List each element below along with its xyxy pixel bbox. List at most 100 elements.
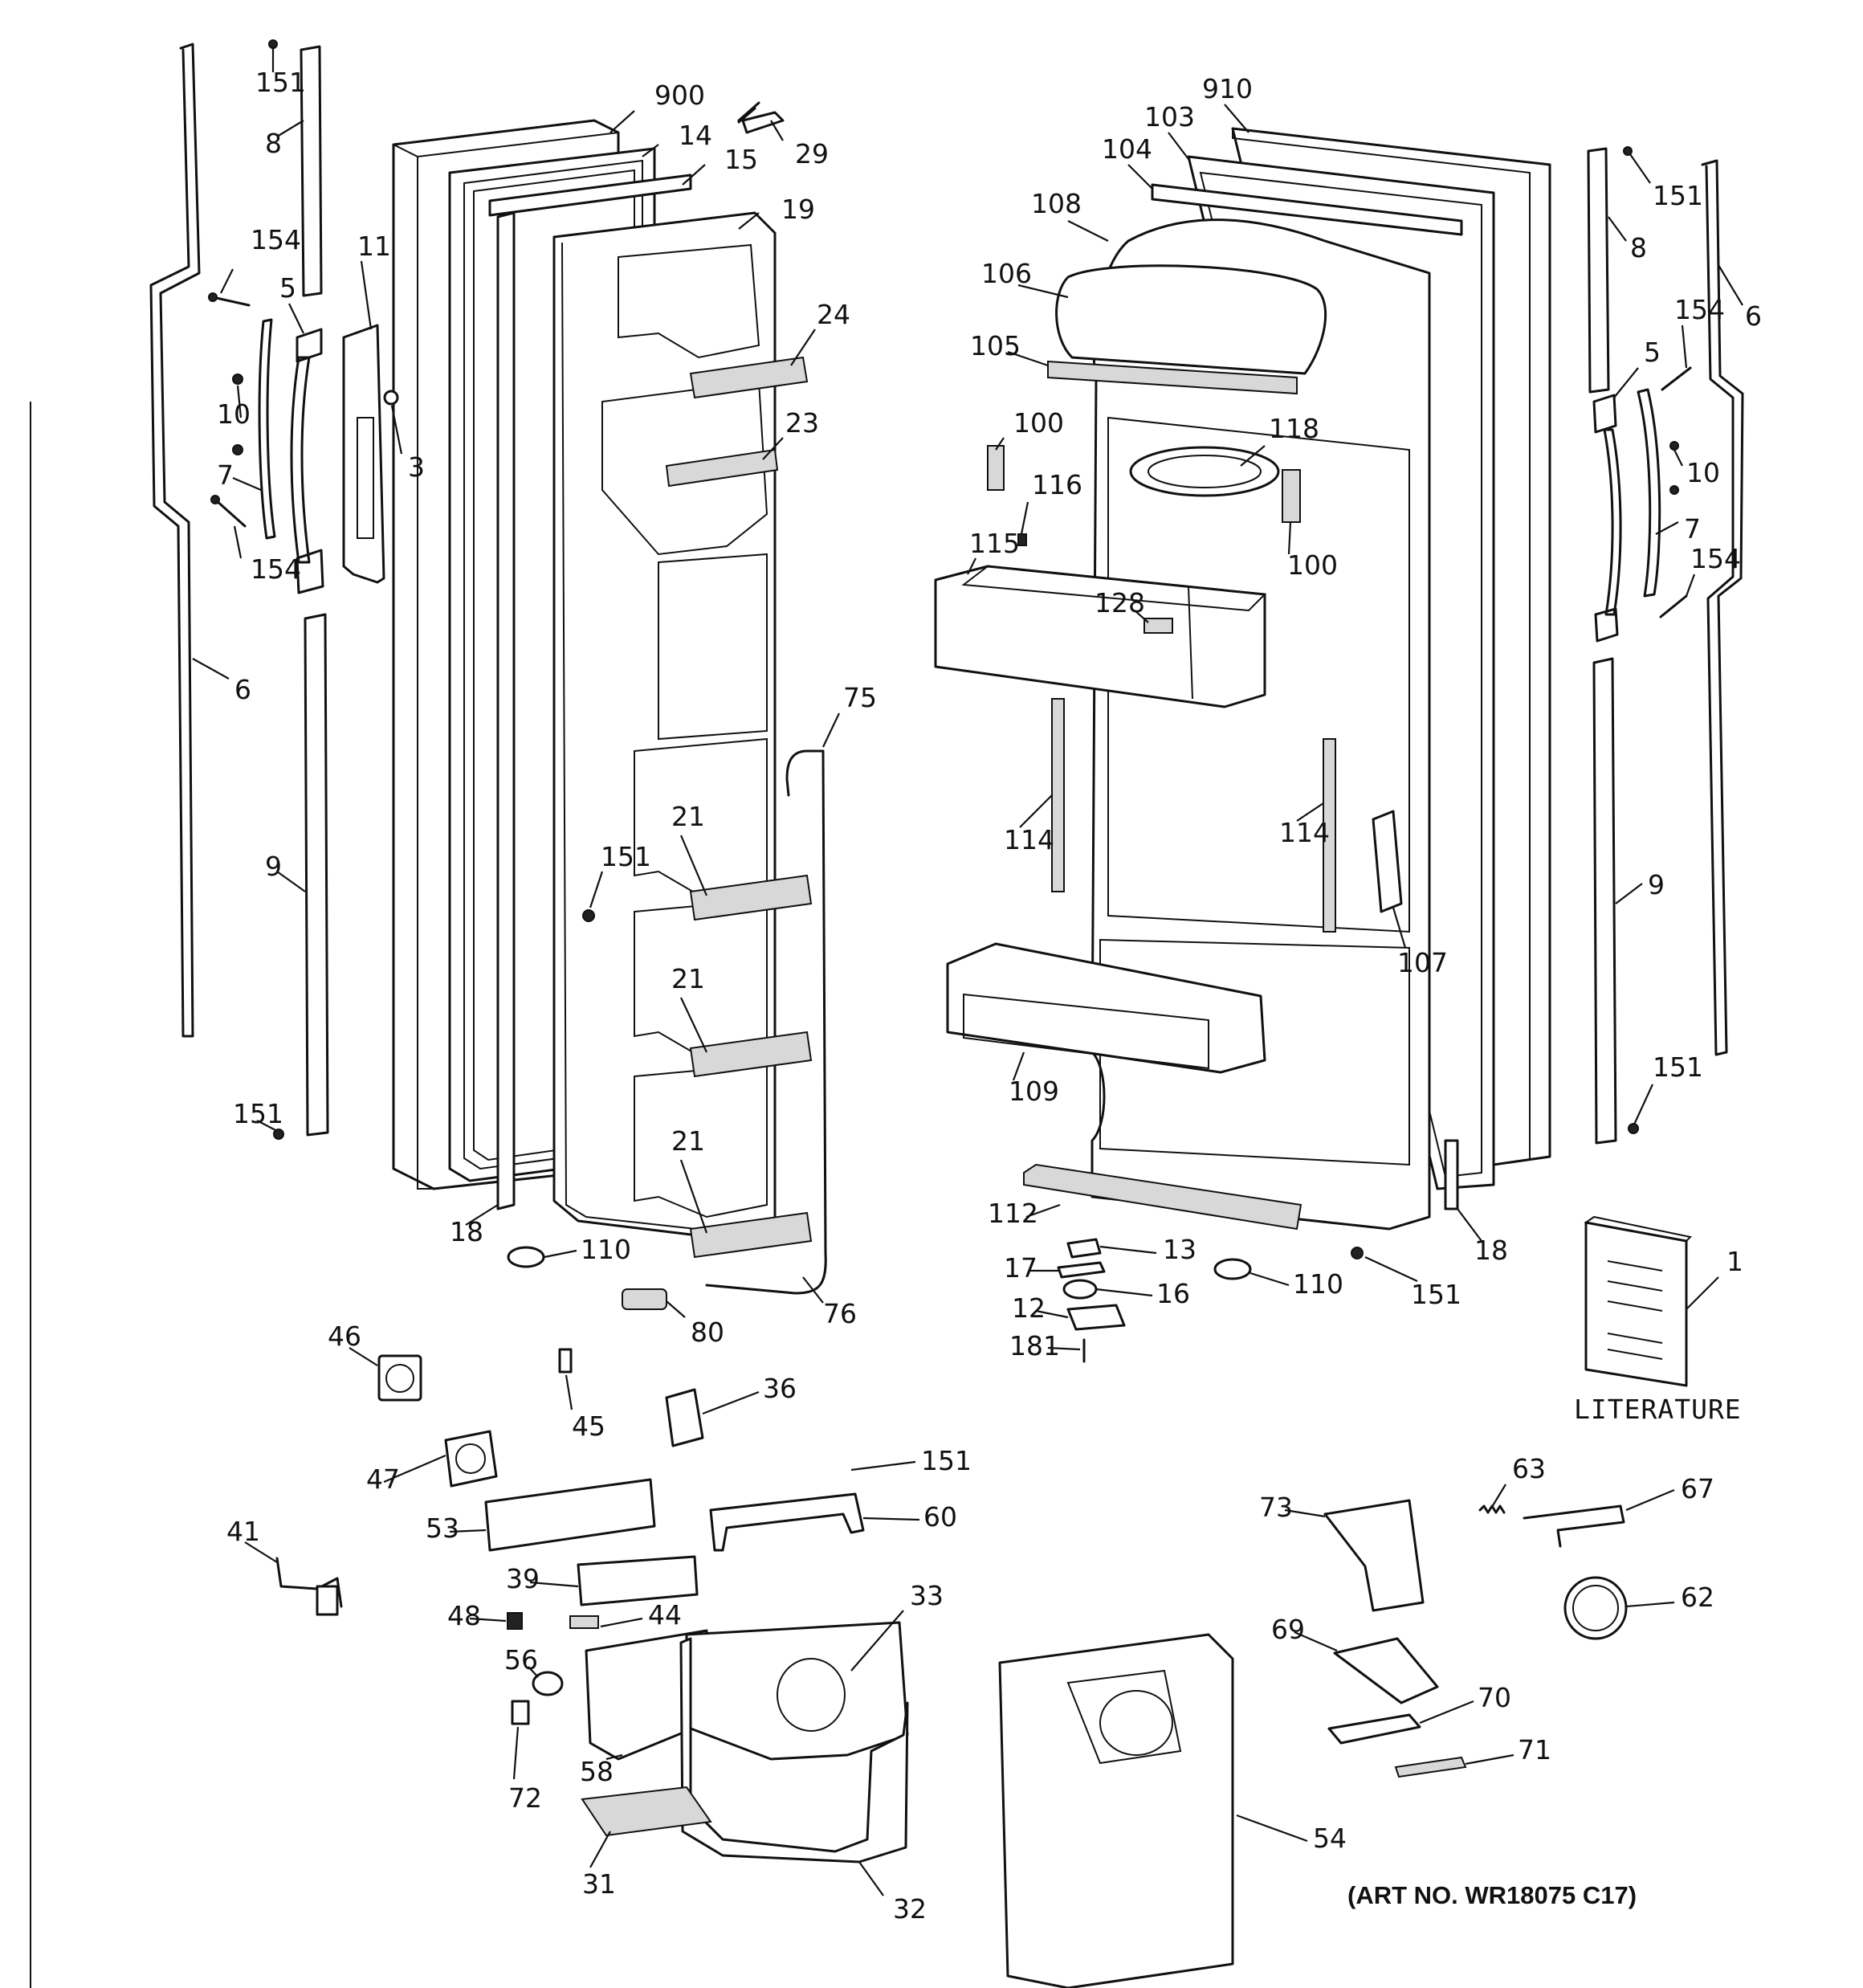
callout-60: 60 bbox=[923, 1501, 957, 1533]
callout-46: 46 bbox=[328, 1321, 361, 1352]
callout-112: 112 bbox=[988, 1198, 1038, 1229]
callout-67: 67 bbox=[1681, 1473, 1714, 1504]
part-10-screws-left bbox=[232, 374, 243, 455]
part-110-hinge-cover-left bbox=[507, 1246, 545, 1268]
callout-39: 39 bbox=[506, 1563, 540, 1594]
callout-181: 181 bbox=[1009, 1330, 1060, 1361]
part-80-fitting bbox=[622, 1288, 667, 1310]
part-24-shelf bbox=[689, 356, 809, 399]
callout-47: 47 bbox=[366, 1463, 400, 1495]
part-41-actuator bbox=[275, 1557, 343, 1616]
callout-110: 110 bbox=[1293, 1268, 1343, 1300]
callout-151: 151 bbox=[1653, 180, 1703, 211]
callout-31: 31 bbox=[582, 1868, 616, 1900]
part-109-door-bin bbox=[946, 942, 1266, 1074]
part-15-breaker-strip bbox=[488, 173, 692, 217]
callout-154: 154 bbox=[1690, 543, 1741, 574]
part-1-literature bbox=[1584, 1215, 1693, 1387]
part-8-trim-right bbox=[1587, 147, 1610, 394]
callout-33: 33 bbox=[910, 1580, 944, 1611]
part-21-shelf-3 bbox=[689, 1211, 813, 1259]
part-7-handle-insert-left bbox=[258, 318, 276, 540]
part-8-trim-left bbox=[300, 45, 323, 297]
callout-70: 70 bbox=[1478, 1682, 1511, 1713]
callout-80: 80 bbox=[691, 1316, 724, 1348]
part-6-handle-trim-right bbox=[1701, 159, 1744, 1056]
callout-7: 7 bbox=[1684, 513, 1701, 545]
part-154-screws-right bbox=[1659, 366, 1692, 618]
callout-105: 105 bbox=[970, 330, 1021, 361]
callout-21: 21 bbox=[671, 801, 705, 832]
part-151-screws-left bbox=[268, 39, 595, 1140]
callout-13: 13 bbox=[1163, 1234, 1196, 1265]
callout-106: 106 bbox=[981, 258, 1032, 289]
callout-104: 104 bbox=[1102, 133, 1152, 165]
part-46-knob bbox=[377, 1354, 422, 1402]
literature-label: LITERATURE bbox=[1574, 1394, 1742, 1425]
part-21-shelf-2 bbox=[689, 1031, 813, 1078]
part-105-dairy-hinge bbox=[1047, 360, 1298, 395]
part-12-hinge bbox=[1066, 1304, 1126, 1331]
part-107-shield bbox=[1372, 810, 1403, 913]
callout-5: 5 bbox=[279, 272, 296, 304]
part-114-bin-supports bbox=[1051, 698, 1336, 933]
callout-115: 115 bbox=[969, 528, 1020, 559]
part-154-screws-left bbox=[208, 292, 251, 528]
callout-154: 154 bbox=[251, 553, 301, 585]
part-7-handle-insert-right bbox=[1637, 388, 1661, 598]
callout-16: 16 bbox=[1156, 1278, 1190, 1309]
callout-17: 17 bbox=[1004, 1252, 1037, 1284]
part-45-clip bbox=[558, 1348, 573, 1374]
callout-114: 114 bbox=[1279, 817, 1330, 848]
part-3-plug bbox=[383, 390, 399, 406]
callout-110: 110 bbox=[581, 1234, 631, 1265]
part-5-handle-right bbox=[1592, 394, 1622, 643]
part-47-housing bbox=[444, 1430, 498, 1488]
callout-11: 11 bbox=[357, 231, 391, 262]
callout-154: 154 bbox=[251, 224, 301, 255]
part-73-funnel bbox=[1323, 1499, 1425, 1612]
callout-100: 100 bbox=[1287, 549, 1338, 581]
callout-128: 128 bbox=[1095, 587, 1145, 618]
callout-72: 72 bbox=[508, 1782, 542, 1814]
callout-12: 12 bbox=[1012, 1292, 1046, 1324]
callout-154: 154 bbox=[1674, 294, 1725, 325]
part-6-handle-trim-left bbox=[149, 43, 201, 1038]
part-128-divider bbox=[1143, 618, 1173, 634]
callout-10: 10 bbox=[217, 398, 251, 430]
part-110-hinge-cover-right bbox=[1213, 1258, 1252, 1280]
part-5-handle-left bbox=[290, 328, 324, 594]
callout-54: 54 bbox=[1313, 1823, 1347, 1854]
leader-lines bbox=[192, 47, 1743, 1896]
callout-151: 151 bbox=[1411, 1279, 1461, 1310]
callout-5: 5 bbox=[1644, 337, 1661, 368]
callout-14: 14 bbox=[679, 120, 712, 151]
part-106-dairy-door bbox=[1055, 264, 1327, 375]
callout-114: 114 bbox=[1004, 824, 1054, 855]
part-115-door-bin bbox=[934, 565, 1267, 708]
callout-48: 48 bbox=[447, 1600, 481, 1631]
part-39-control-board bbox=[577, 1555, 699, 1606]
callout-900: 900 bbox=[654, 80, 705, 111]
callout-9: 9 bbox=[265, 851, 282, 882]
part-36-bracket bbox=[665, 1388, 704, 1447]
part-100-bin-supports bbox=[987, 445, 1301, 523]
part-112-bottom-shelf bbox=[1023, 1163, 1302, 1231]
part-62-ring bbox=[1563, 1576, 1628, 1640]
part-69-chute bbox=[1333, 1637, 1439, 1704]
callout-9: 9 bbox=[1648, 869, 1665, 900]
callout-36: 36 bbox=[763, 1373, 797, 1404]
callout-116: 116 bbox=[1032, 469, 1082, 500]
callout-151: 151 bbox=[921, 1445, 972, 1476]
callout-53: 53 bbox=[426, 1512, 459, 1544]
callout-109: 109 bbox=[1009, 1076, 1059, 1107]
callout-151: 151 bbox=[255, 67, 306, 98]
callout-103: 103 bbox=[1144, 101, 1195, 133]
art-number: (ART NO. WR18075 C17) bbox=[1347, 1881, 1637, 1909]
part-53-cover-plate bbox=[484, 1478, 656, 1552]
callout-18: 18 bbox=[450, 1216, 483, 1247]
callout-19: 19 bbox=[781, 194, 815, 225]
callout-910: 910 bbox=[1202, 73, 1253, 104]
callout-151: 151 bbox=[1653, 1051, 1703, 1083]
